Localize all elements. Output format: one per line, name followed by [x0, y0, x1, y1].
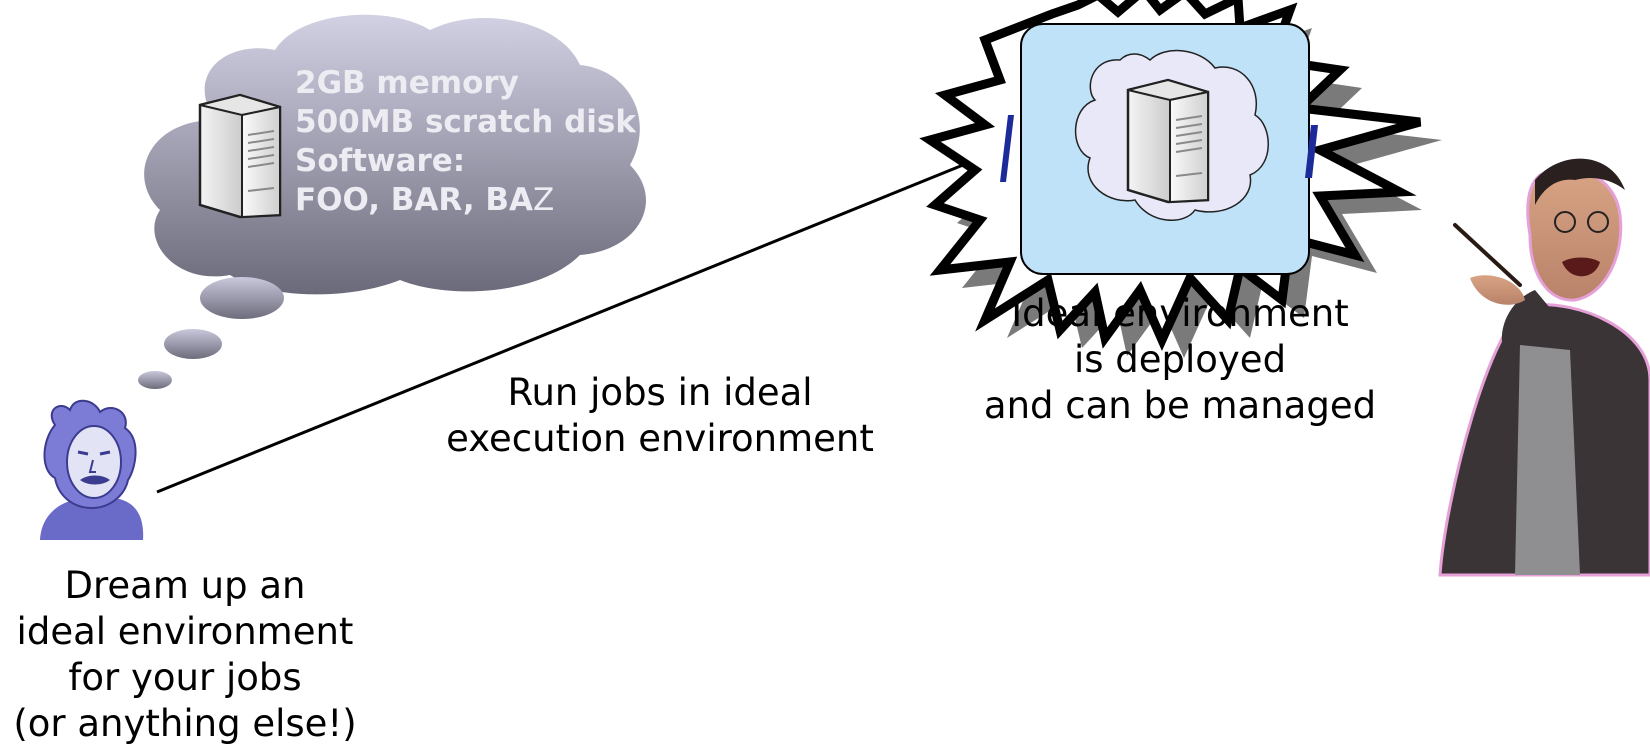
scratch-disk-spec: 500MB scratch disk	[295, 104, 636, 140]
wand	[1453, 223, 1522, 287]
dream-caption-line: ideal environment	[16, 610, 354, 653]
software-list: FOO, BAR, BAZ	[295, 181, 636, 220]
deploy-caption: Ideal environment is deployed and can be…	[950, 291, 1410, 429]
software-list-bold: FOO, BAR, BA	[295, 182, 534, 218]
thought-bubble-text: 2GB memory 500MB scratch disk Software: …	[295, 64, 636, 220]
deploy-caption-line: and can be managed	[983, 384, 1377, 427]
deploy-caption-line: Ideal environment	[1011, 292, 1349, 335]
software-list-tail: Z	[533, 182, 555, 218]
memory-spec: 2GB memory	[295, 65, 519, 101]
wizard-figure	[1438, 158, 1650, 577]
arrow-caption-line: Run jobs in ideal	[507, 371, 813, 414]
dream-caption: Dream up an ideal environment for your j…	[0, 563, 370, 747]
arrow-caption: Run jobs in ideal execution environment	[410, 370, 910, 462]
connector-arrow	[156, 148, 1001, 494]
background-glyph-left	[1000, 115, 1014, 182]
thought-puff-medium	[164, 329, 222, 359]
scientist-figure	[40, 399, 144, 540]
dream-caption-line: for your jobs	[68, 656, 302, 699]
thought-puff-small	[138, 371, 172, 389]
dream-caption-line: (or anything else!)	[13, 702, 357, 745]
deploy-caption-line: is deployed	[1073, 338, 1287, 381]
server-icon	[198, 93, 282, 219]
thought-cloud	[138, 14, 646, 389]
background-glyph-right	[1305, 125, 1318, 178]
thought-puff-large	[200, 277, 284, 319]
dream-caption-line: Dream up an	[64, 564, 306, 607]
arrow-caption-line: execution environment	[446, 417, 874, 460]
server-icon	[1126, 78, 1210, 204]
software-heading: Software:	[295, 143, 466, 179]
